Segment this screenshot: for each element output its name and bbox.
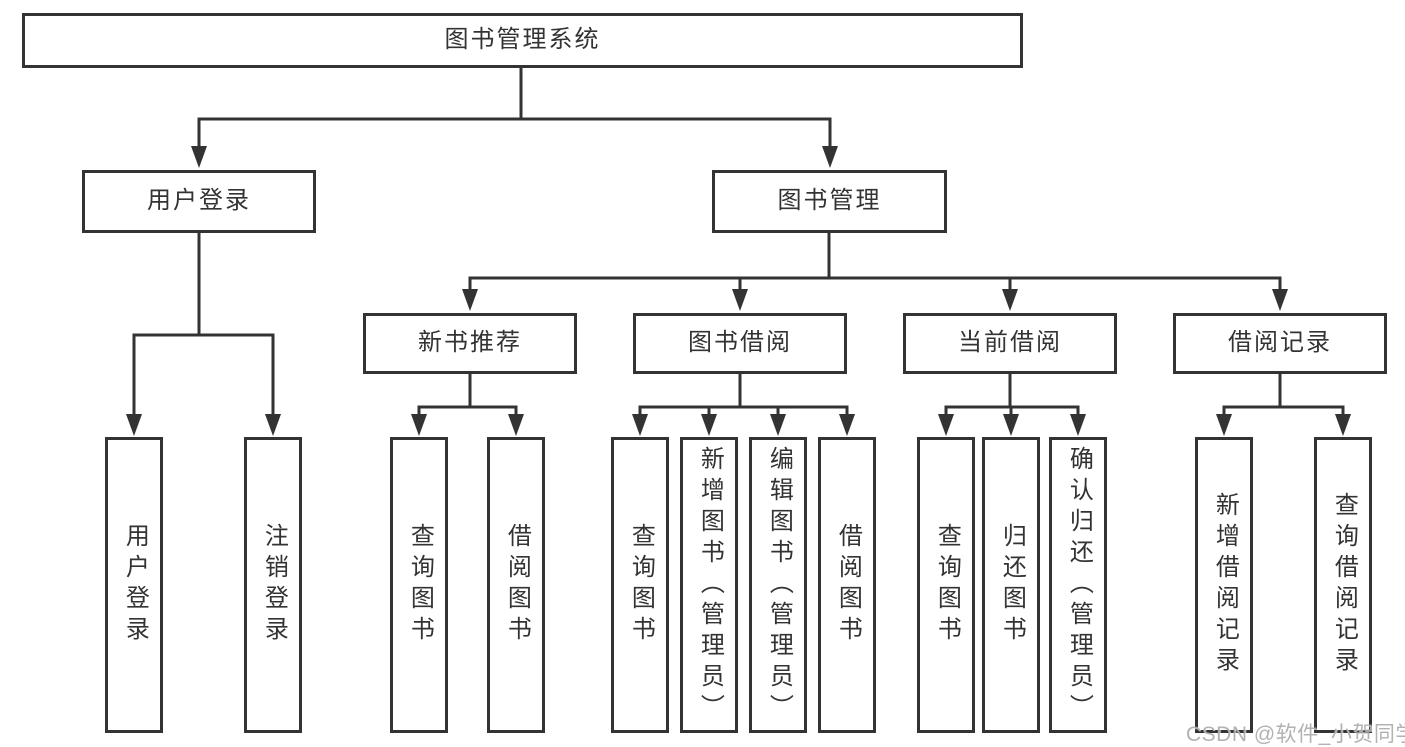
leaf-user-login: 用户登录 (105, 437, 163, 733)
leaf-confirm-return-admin: 确认归还（管理员） (1049, 437, 1107, 733)
leaf-return-book: 归还图书 (982, 437, 1040, 733)
node-borrow-records: 借阅记录 (1173, 313, 1387, 374)
leaf-query-borrow-record: 查询借阅记录 (1314, 437, 1372, 733)
node-book-borrowing: 图书借阅 (633, 313, 847, 374)
watermark: CSDN @软件_小贺同学 (1186, 723, 1405, 746)
leaf-query-books-borrowing: 查询图书 (611, 437, 669, 733)
node-new-book-recommend: 新书推荐 (363, 313, 577, 374)
node-book-management: 图书管理 (712, 170, 947, 233)
leaf-logout: 注销登录 (244, 437, 302, 733)
leaf-edit-book-admin: 编辑图书（管理员） (749, 437, 807, 733)
arrowheads (126, 146, 1351, 436)
node-library-system: 图书管理系统 (22, 13, 1023, 68)
node-user-login: 用户登录 (82, 170, 316, 233)
leaf-add-borrow-record: 新增借阅记录 (1195, 437, 1253, 733)
node-current-borrowing: 当前借阅 (903, 313, 1117, 374)
leaf-query-books-recommend: 查询图书 (390, 437, 448, 733)
leaf-borrow-books-recommend: 借阅图书 (487, 437, 545, 733)
leaf-add-book-admin: 新增图书（管理员） (680, 437, 738, 733)
leaf-borrow-books-borrowing: 借阅图书 (818, 437, 876, 733)
leaf-query-books-current: 查询图书 (917, 437, 975, 733)
